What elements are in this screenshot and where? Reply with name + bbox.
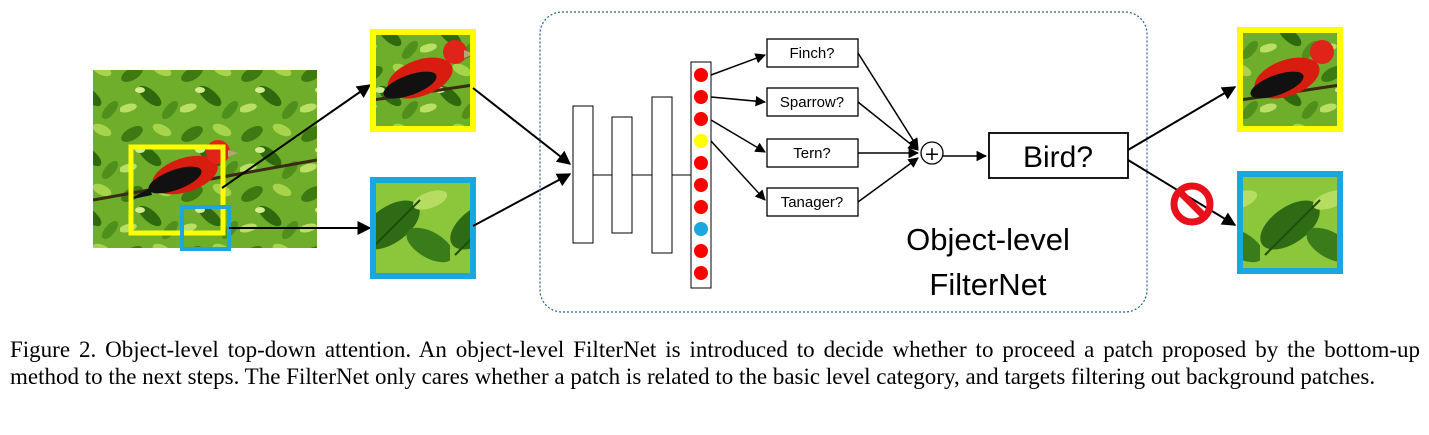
feature-unit: [694, 90, 708, 104]
bird-in-scene: [128, 140, 238, 200]
object-patch: [370, 29, 476, 132]
feature-unit: [694, 156, 708, 170]
input-image: [93, 70, 317, 248]
feature-unit: [694, 222, 708, 236]
background-patch: [370, 177, 476, 279]
class-label-sparrow: Sparrow?: [780, 94, 844, 111]
rejected-patch: [1237, 171, 1343, 274]
feature-unit: [694, 178, 708, 192]
figure-2: Finch? Sparrow? Tern? Tanager? + Bird? O…: [93, 11, 1343, 313]
figure-caption: Figure 2. Object-level top-down attentio…: [10, 337, 1420, 389]
arrow-background-patch-to-net: [472, 173, 572, 227]
arrow-accept: [1127, 86, 1237, 151]
decision-box: Bird?: [988, 132, 1129, 179]
class-box-sparrow: Sparrow?: [766, 87, 859, 117]
decision-label: Bird?: [1023, 141, 1093, 174]
filternet-frame: [539, 11, 1148, 313]
arrow-to-object-patch: [221, 84, 372, 189]
object-patch-box: [128, 144, 226, 236]
module-label-line2: FilterNet: [929, 267, 1047, 302]
feature-unit: [694, 68, 708, 82]
conv-layer-3: [651, 96, 673, 254]
reject-icon: [1170, 182, 1214, 226]
figure-canvas: Finch? Sparrow? Tern? Tanager? + Bird? O…: [93, 11, 1343, 313]
conv-layer-1: [572, 105, 594, 244]
feature-unit: [694, 266, 708, 280]
class-box-tanager: Tanager?: [766, 187, 859, 217]
class-box-finch: Finch?: [766, 38, 859, 68]
cnn-layers: [572, 96, 692, 254]
class-label-tanager: Tanager?: [781, 194, 844, 211]
accepted-patch: [1237, 27, 1343, 132]
feature-unit: [694, 112, 708, 126]
conv-layer-2: [611, 116, 633, 234]
feature-unit: [694, 200, 708, 214]
feature-unit: [694, 134, 708, 148]
class-box-tern: Tern?: [766, 138, 859, 168]
feature-vector-units: [694, 68, 708, 280]
module-label-line1: Object-level: [906, 222, 1070, 257]
class-label-finch: Finch?: [789, 45, 834, 62]
sum-node: +: [920, 141, 944, 165]
sum-node-symbol: +: [924, 143, 940, 165]
arrow-object-patch-to-net: [472, 87, 572, 165]
class-label-tern: Tern?: [793, 145, 831, 162]
feature-unit: [694, 244, 708, 258]
